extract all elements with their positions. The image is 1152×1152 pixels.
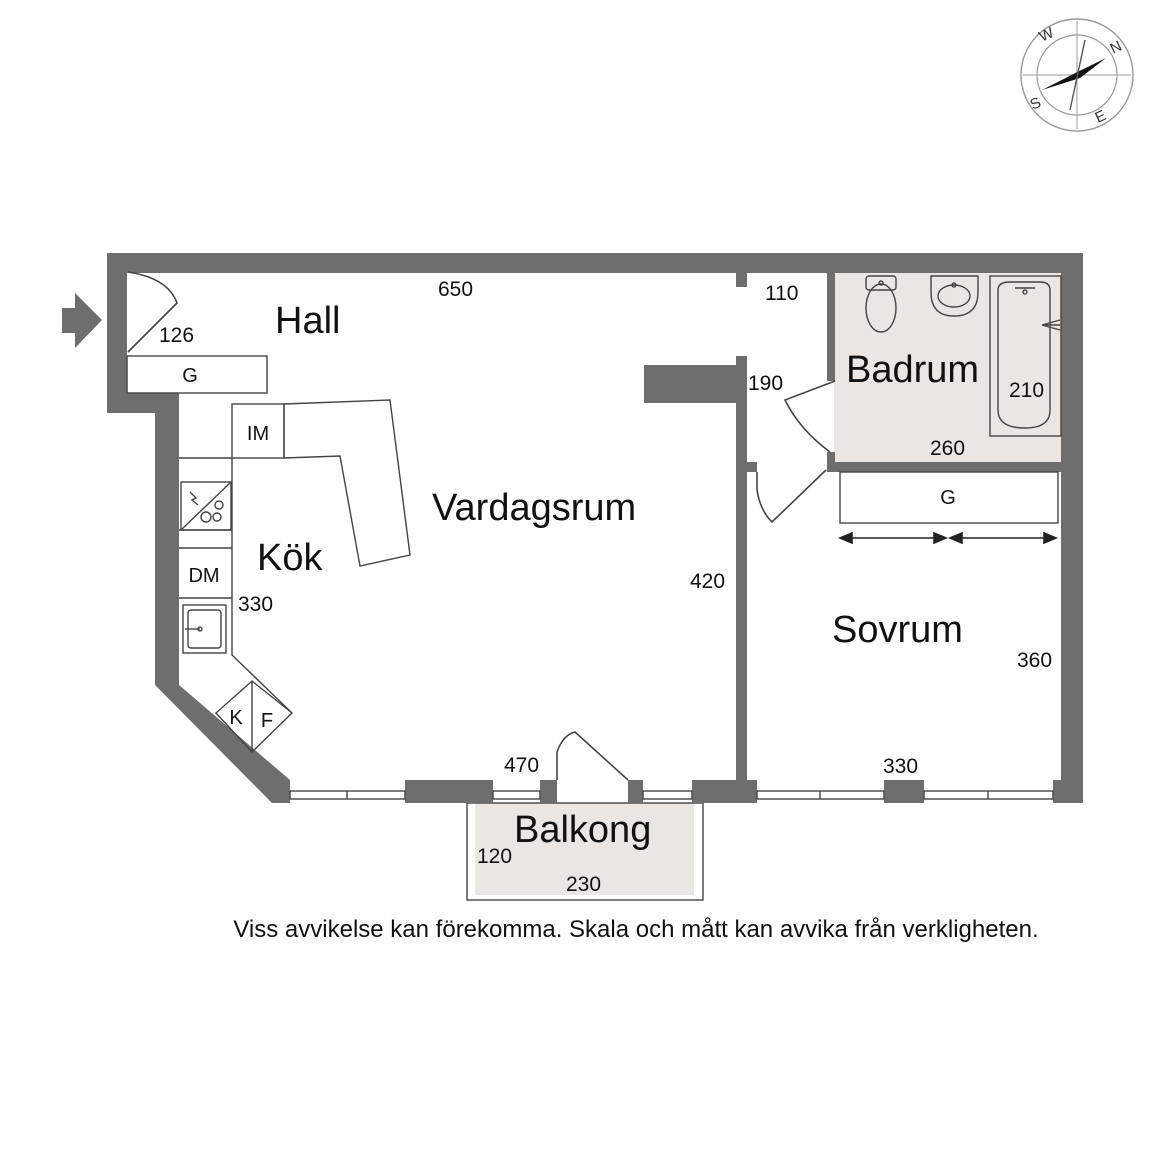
dim-kitchen-length: 330 — [238, 593, 273, 616]
dim-living-height: 420 — [690, 570, 725, 593]
room-label-balkong: Balkong — [514, 809, 651, 851]
hall-wardrobe — [126, 355, 268, 394]
doors — [127, 271, 836, 781]
freezer-label: F — [261, 710, 273, 732]
compass-rose-icon: N W S E — [1020, 18, 1134, 132]
bathtub-icon — [989, 275, 1062, 437]
interior-walls — [644, 273, 1061, 780]
dim-balcony-width: 230 — [566, 873, 601, 896]
dim-bath-width: 260 — [930, 437, 965, 460]
room-label-vardagsrum: Vardagsrum — [432, 487, 636, 529]
dim-bedroom-width: 330 — [883, 755, 918, 778]
dim-hall-width: 650 — [438, 278, 473, 301]
fridge-label: K — [229, 707, 243, 729]
room-label-badrum: Badrum — [846, 349, 979, 391]
balcony-floor — [475, 803, 694, 895]
room-label-hall: Hall — [275, 300, 340, 342]
balcony-railing — [466, 802, 704, 901]
room-label-sovrum: Sovrum — [832, 609, 963, 651]
room-label-kok: Kök — [257, 537, 323, 579]
sink-icon — [182, 604, 227, 654]
exterior-walls — [107, 253, 1083, 803]
dim-bedroom-height: 360 — [1017, 649, 1052, 672]
dim-entry-door: 126 — [159, 324, 194, 347]
dim-living-width: 470 — [504, 754, 539, 777]
bedroom-wardrobe — [839, 471, 1059, 524]
dining-table — [283, 399, 411, 567]
bedroom-wardrobe-label: G — [940, 487, 956, 509]
disclaimer-text: Viss avvikelse kan förekomma. Skala och … — [233, 916, 1039, 943]
washing-machine-label: IM — [247, 423, 269, 445]
sliding-door-arrows — [837, 531, 1059, 545]
entrance-arrow-icon — [62, 293, 102, 348]
windows — [289, 790, 1054, 800]
dishwasher-label: DM — [188, 565, 219, 587]
dim-closet-top: 110 — [765, 282, 798, 305]
toilet-icon — [865, 275, 897, 333]
dim-balcony-depth: 120 — [477, 845, 512, 868]
dim-bath-tub: 210 — [1009, 379, 1044, 402]
dim-bath-door: 190 — [748, 372, 783, 395]
bathroom-floor — [834, 273, 1061, 462]
washbasin-icon — [930, 275, 979, 317]
hall-wardrobe-label: G — [182, 365, 198, 387]
stove-icon — [180, 481, 232, 531]
